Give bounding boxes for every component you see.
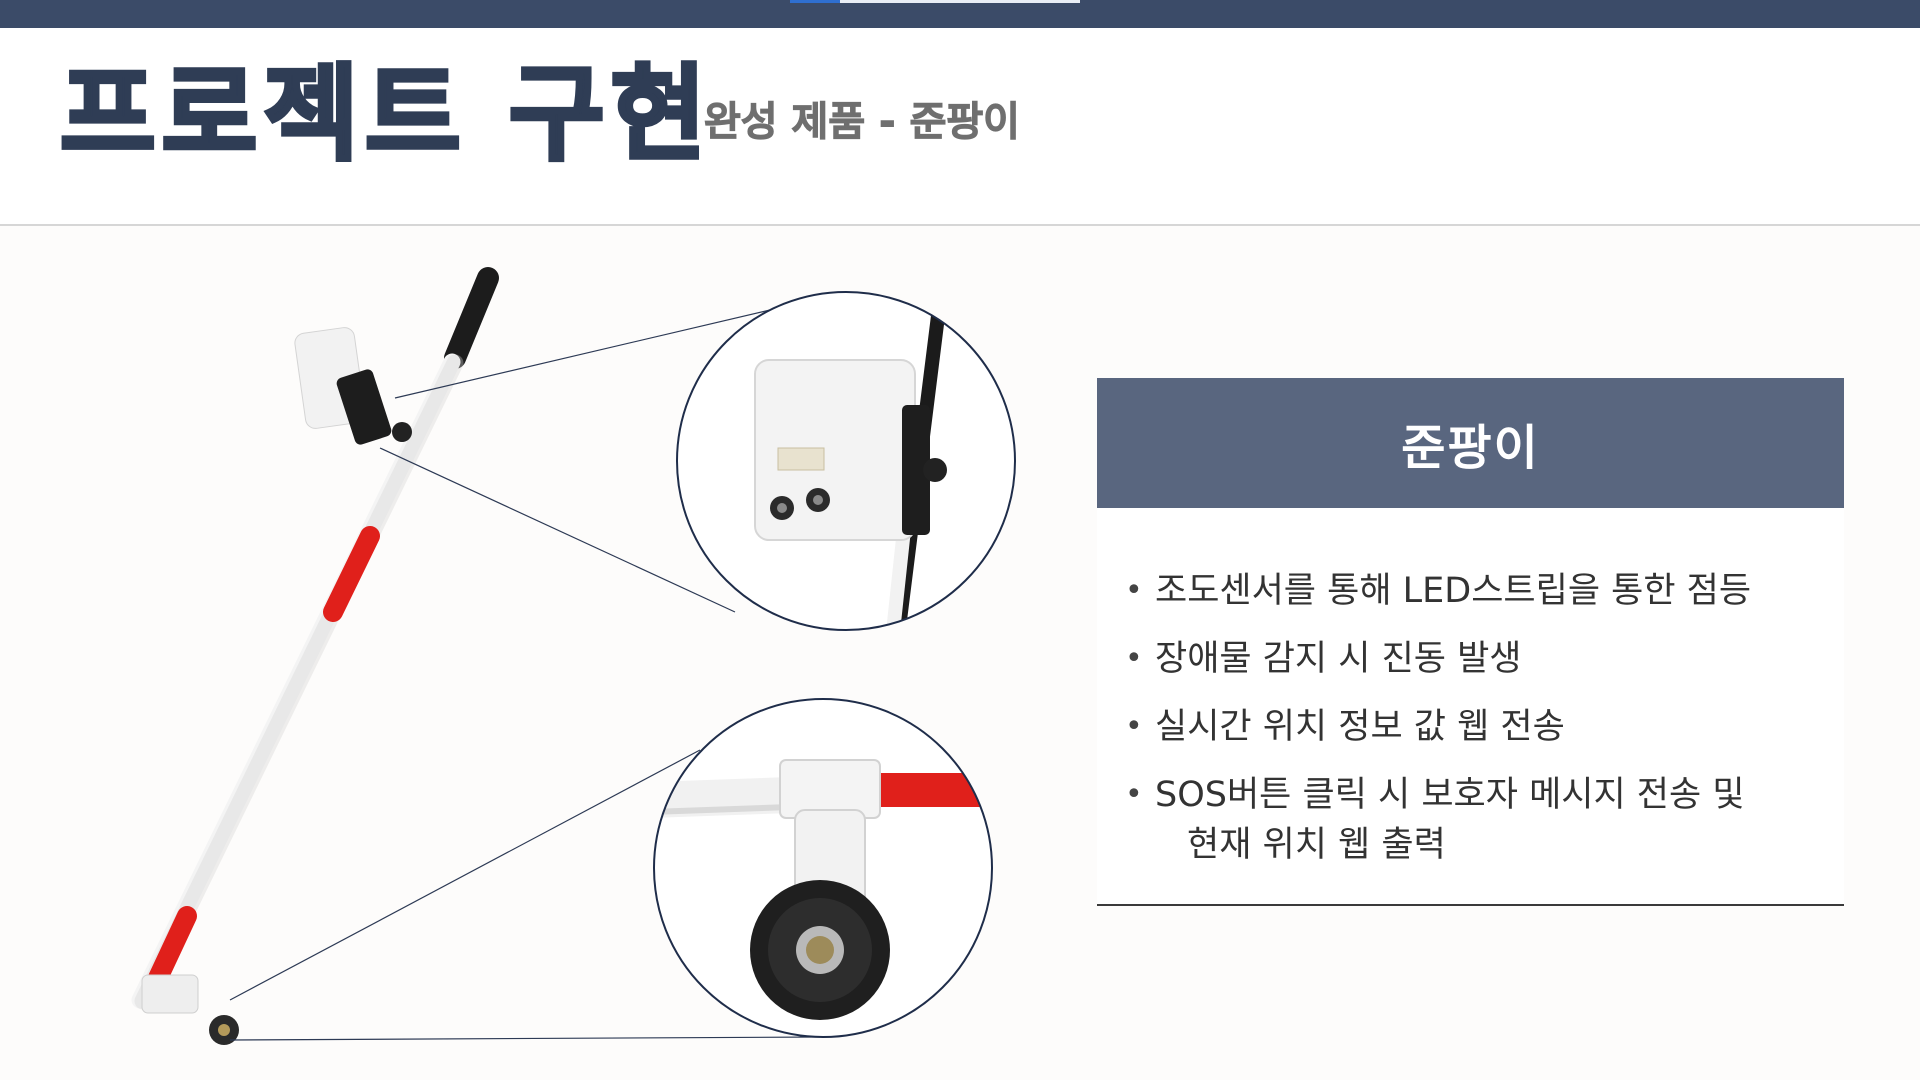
feature-list: • 조도센서를 통해 LED스트립을 통한 점등 • 장애물 감지 시 진동 발…	[1125, 566, 1825, 888]
feature-item: • 장애물 감지 시 진동 발생	[1125, 634, 1825, 684]
zoom-sensor-box	[676, 291, 1016, 631]
feature-card-title: 준팡이	[1401, 420, 1540, 476]
feature-text: 조도센서를 통해 LED스트립을 통한 점등	[1155, 571, 1752, 611]
bullet-icon: •	[1125, 777, 1143, 812]
zoom-wheel-mount	[653, 698, 993, 1038]
feature-text: SOS버튼 클릭 시 보호자 메시지 전송 및	[1155, 775, 1745, 815]
slide-title: 프로젝트 구현	[58, 51, 713, 177]
feature-item: • 실시간 위치 정보 값 웹 전송	[1125, 702, 1825, 752]
feature-item: • SOS버튼 클릭 시 보호자 메시지 전송 및 현재 위치 웹 출력	[1125, 770, 1825, 870]
feature-card-header: 준팡이	[1097, 378, 1844, 508]
feature-text-continued: 현재 위치 웹 출력	[1187, 825, 1446, 865]
slide-subtitle: 완성 제품 - 준팡이	[704, 99, 1021, 146]
feature-card-body: • 조도센서를 통해 LED스트립을 통한 점등 • 장애물 감지 시 진동 발…	[1097, 508, 1844, 906]
bullet-icon: •	[1125, 573, 1143, 608]
feature-text: 실시간 위치 정보 값 웹 전송	[1155, 707, 1565, 747]
white-cane	[131, 267, 499, 1045]
feature-text: 장애물 감지 시 진동 발생	[1155, 639, 1522, 679]
bullet-icon: •	[1125, 641, 1143, 676]
slide-header: 프로젝트 구현 완성 제품 - 준팡이	[0, 28, 1920, 226]
product-photo	[131, 267, 1016, 1045]
bullet-icon: •	[1125, 709, 1143, 744]
callout-lines	[229, 309, 821, 1041]
feature-item: • 조도센서를 통해 LED스트립을 통한 점등	[1125, 566, 1825, 616]
top-bar-indicator	[790, 0, 1080, 3]
top-bar	[0, 0, 1920, 28]
